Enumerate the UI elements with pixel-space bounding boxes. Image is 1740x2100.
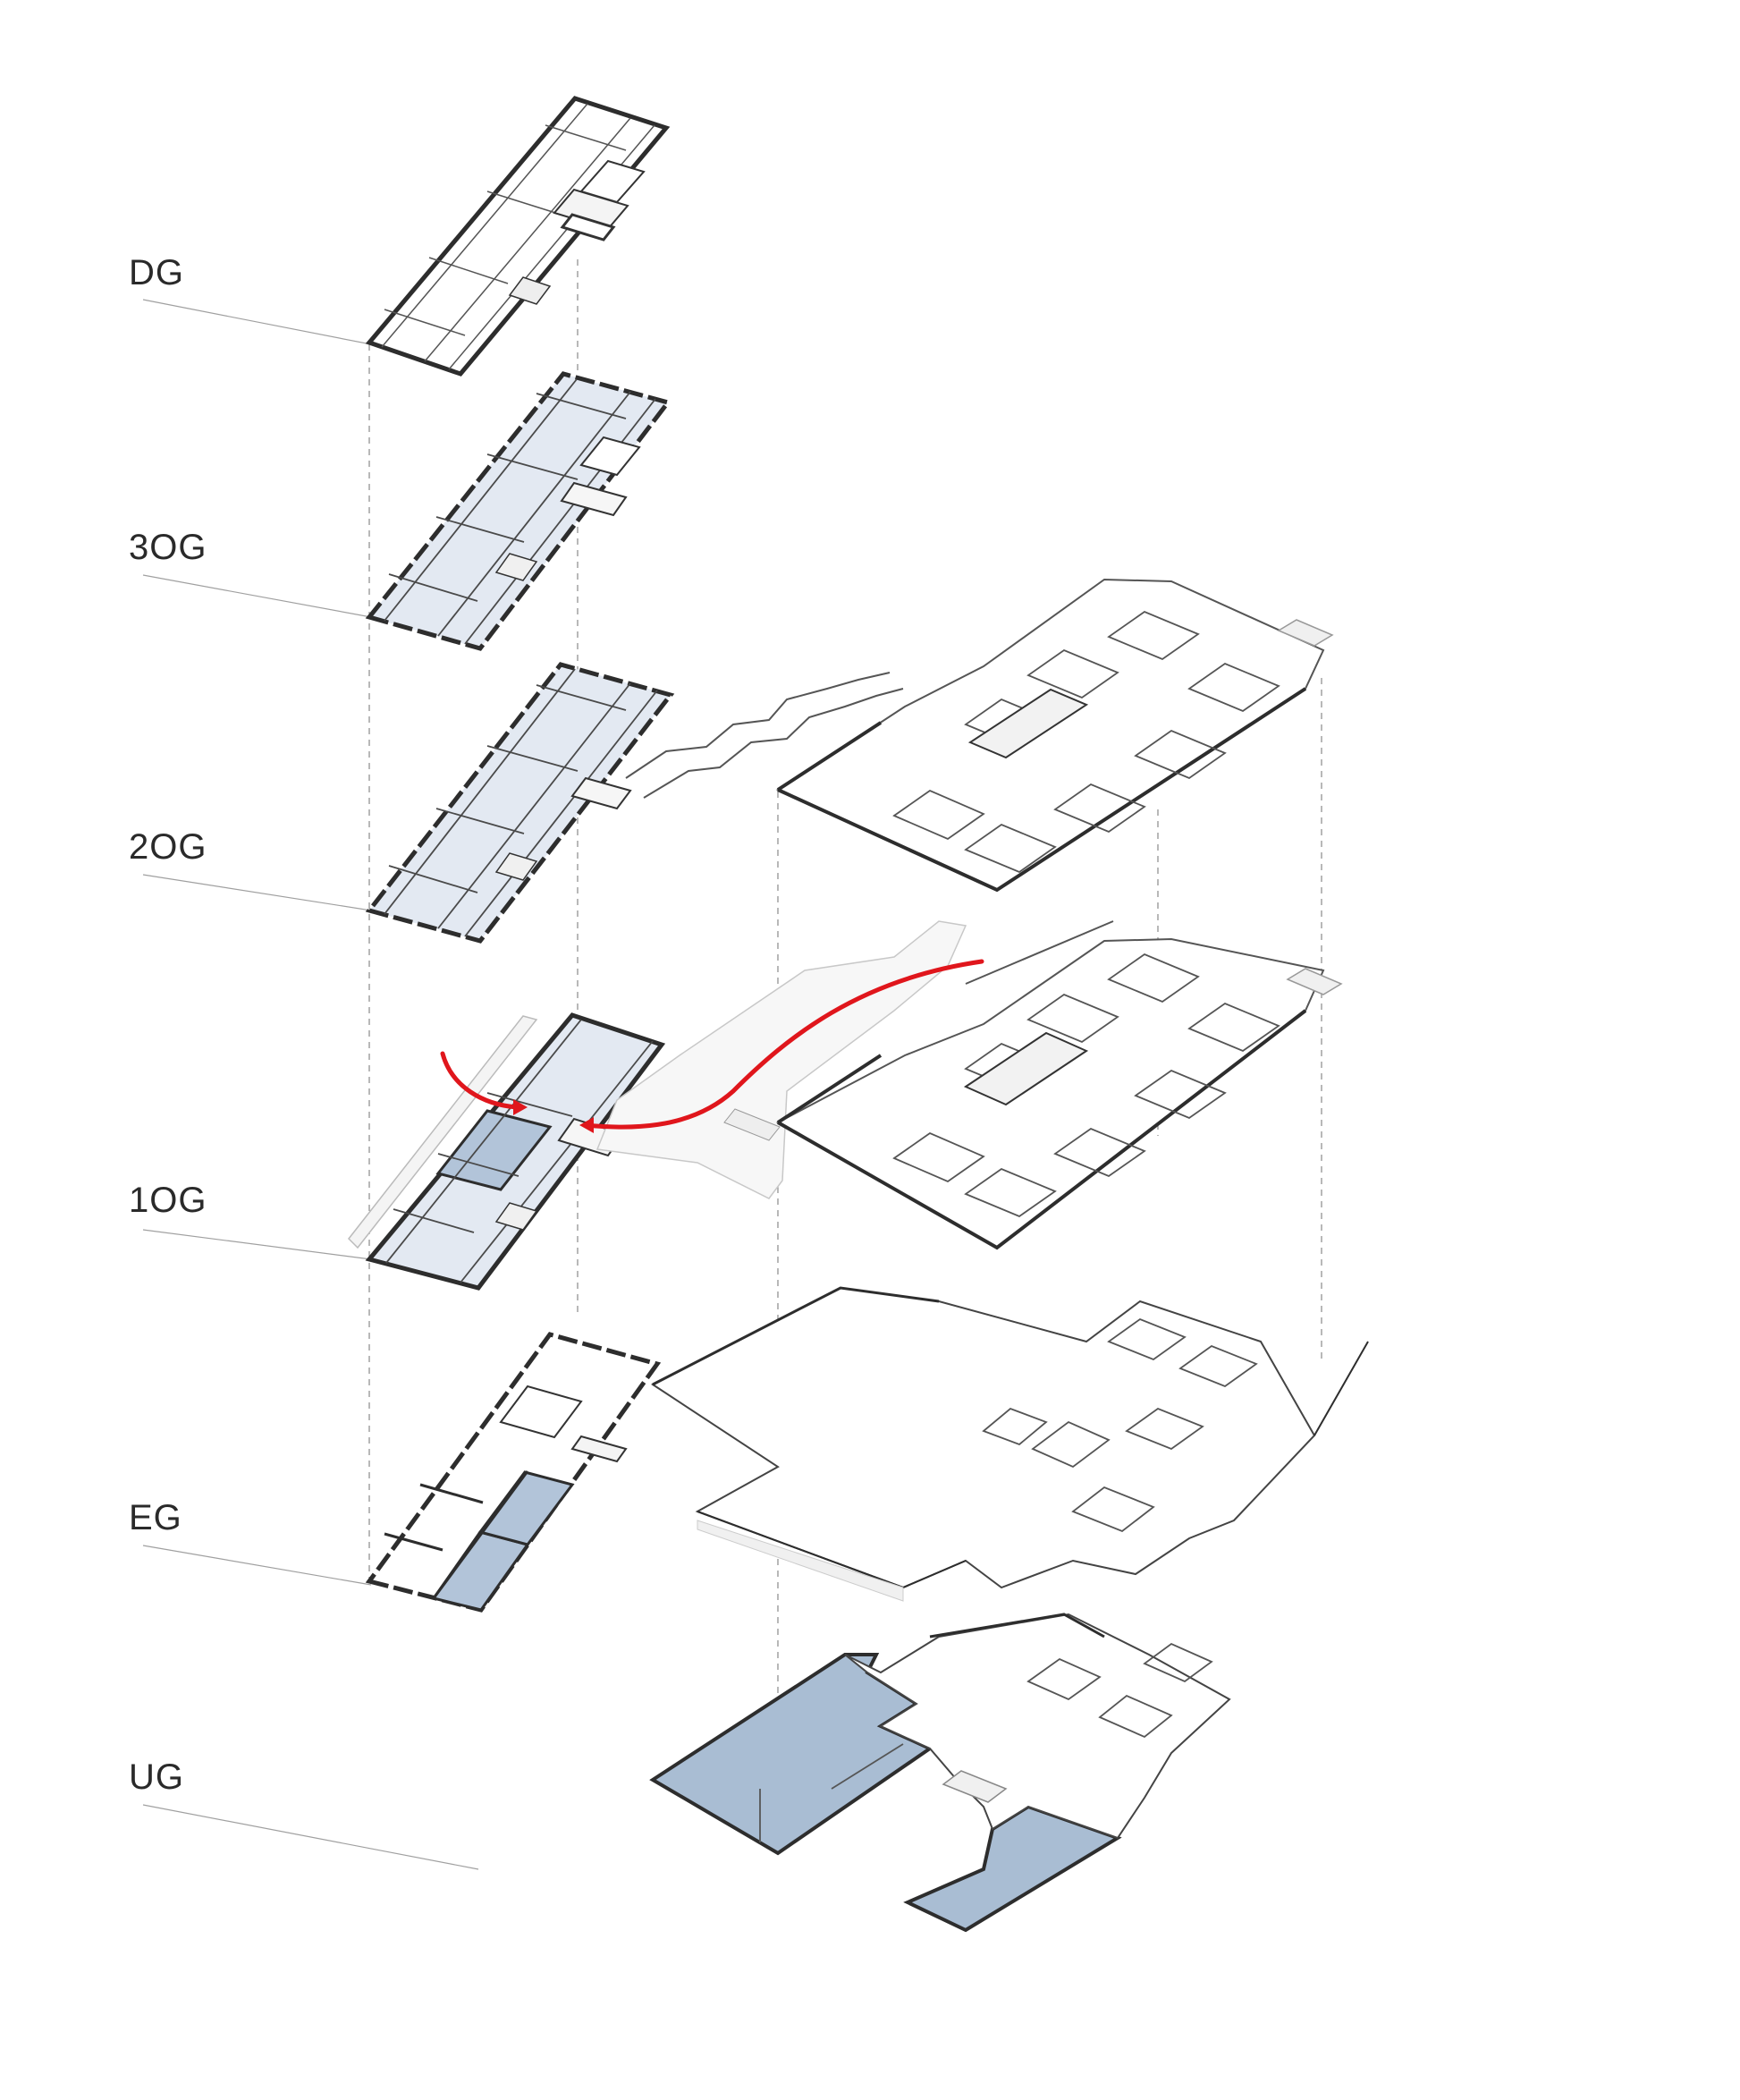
floor-plan-2og-left (365, 662, 675, 944)
floor-plan-2og-right (775, 578, 1334, 893)
floor-plan-3og (365, 371, 672, 651)
floor-label-ug: UG (129, 1757, 184, 1797)
floor-label-2og: 2OG (129, 827, 207, 867)
floor-label-dg: DG (129, 253, 184, 292)
bridge-2og (625, 672, 904, 799)
label-leaders (142, 299, 479, 1870)
floor-label-eg: EG (129, 1498, 182, 1537)
floor-label-3og: 3OG (129, 528, 207, 567)
circulation-route (440, 959, 984, 1130)
floor-plan-ug (649, 1613, 1231, 1933)
floor-plan-eg-left (365, 1332, 662, 1613)
floor-plan-dg (365, 96, 671, 377)
route-arrowheads (513, 1099, 594, 1133)
floor-plan-1og-left (347, 1012, 666, 1291)
floor-label-1og: 1OG (129, 1181, 207, 1220)
floor-plan-1og-right (775, 937, 1343, 1250)
floor-plan-eg-right (651, 1286, 1369, 1602)
